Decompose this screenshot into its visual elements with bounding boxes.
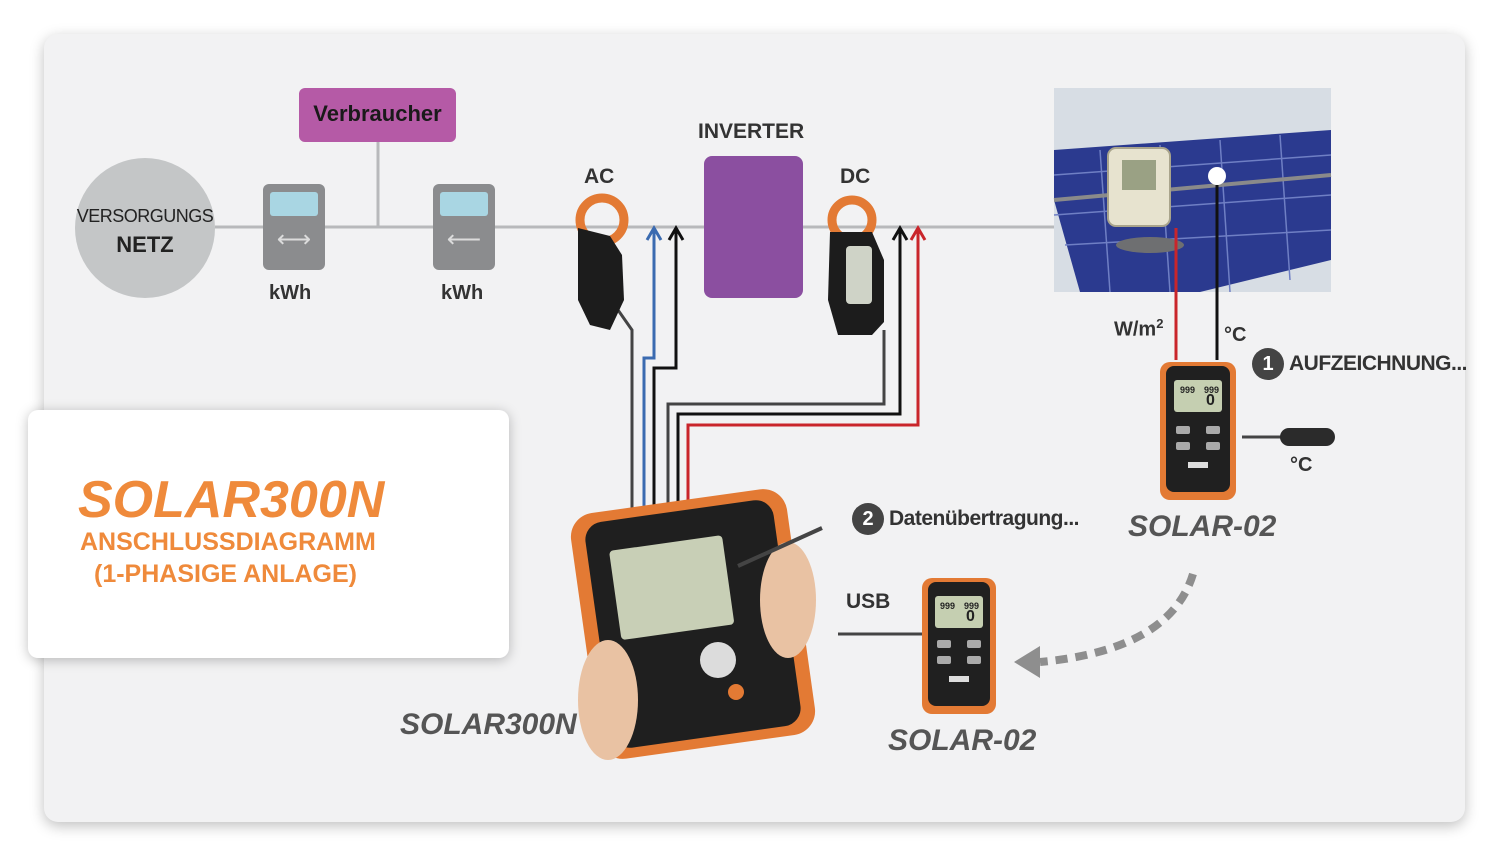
probe-temp-unit-label: °C	[1290, 454, 1313, 476]
dc-clamp-label: DC	[840, 165, 871, 188]
bidirectional-meter: ⟷	[263, 184, 325, 270]
dc-clamp-image	[827, 195, 884, 335]
usb-label: USB	[846, 590, 891, 613]
dc-clamp-cable	[666, 330, 886, 512]
ac-clamp-label: AC	[584, 165, 615, 188]
legend-subtitle-1: ANSCHLUSSDIAGRAMM	[80, 528, 376, 556]
irradiance-unit: W/m	[1114, 318, 1157, 341]
bottom-device-display-value-2: 999	[964, 601, 980, 611]
bottom-device-display-value-3: 0	[966, 608, 975, 625]
meter-display	[440, 192, 488, 216]
meter-label-1: kWh	[269, 282, 312, 304]
legend-box: SOLAR300N ANSCHLUSSDIAGRAMM (1-PHASIGE A…	[28, 410, 509, 658]
grid-label-line2: NETZ	[116, 232, 174, 257]
bidirectional-arrow-icon: ⟷	[276, 226, 312, 253]
solar02-bottom-device	[922, 578, 996, 714]
step-2-text: Datenübertragung...	[889, 507, 1080, 530]
ac-clamp-cable	[616, 309, 634, 518]
panel-temp-unit-label: °C	[1224, 324, 1247, 346]
transfer-arrow	[1039, 572, 1197, 666]
grid-label-line1: VERSORGUNGS	[76, 206, 214, 226]
inverter-label: INVERTER	[698, 120, 805, 143]
irradiance-exponent: 2	[1156, 316, 1164, 331]
solar02-top-device	[1160, 362, 1236, 500]
solar02-bottom-label: SOLAR-02	[888, 724, 1037, 757]
temperature-probe	[1280, 428, 1335, 446]
inverter-box	[704, 156, 803, 298]
voltage-lead-blue	[642, 228, 656, 518]
ac-clamp-image	[575, 193, 629, 330]
solar-panel-image	[1053, 88, 1332, 293]
left-arrow-icon: ⟵	[446, 226, 482, 253]
solar300n-device	[570, 489, 823, 760]
consumer-box: Verbraucher	[299, 88, 456, 142]
production-meter: ⟵	[433, 184, 495, 270]
irradiance-unit-label: W/m2	[1114, 316, 1163, 342]
meter-label-2: kWh	[441, 282, 484, 304]
step-1-badge: 1	[1252, 348, 1284, 380]
solar300n-label: SOLAR300N	[400, 708, 577, 741]
legend-title: SOLAR300N	[78, 471, 385, 529]
step-2-badge: 2	[852, 503, 884, 535]
voltage-lead-black-ac	[652, 228, 678, 518]
solar02-top-label: SOLAR-02	[1128, 510, 1277, 543]
top-device-display-value-2: 999	[1204, 385, 1220, 395]
meter-display	[270, 192, 318, 216]
bottom-device-display-value-1: 999	[940, 601, 956, 611]
top-device-display-value-3: 0	[1206, 392, 1215, 409]
voltage-lead-black-dc	[676, 228, 902, 510]
legend-subtitle-2: (1-PHASIGE ANLAGE)	[94, 560, 357, 588]
grid-supply-circle: VERSORGUNGS NETZ	[75, 158, 215, 298]
voltage-lead-red-dc	[686, 228, 920, 508]
step-1-text: AUFZEICHNUNG...	[1289, 352, 1468, 375]
top-device-display-value-1: 999	[1180, 385, 1196, 395]
